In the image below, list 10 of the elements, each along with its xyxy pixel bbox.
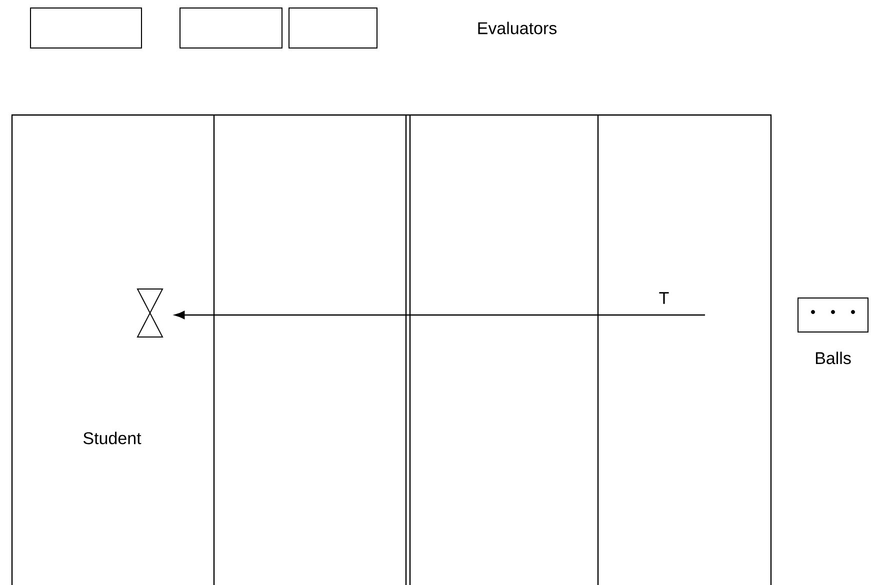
hourglass-symbol [136, 288, 164, 338]
text-label: Evaluators [478, 22, 557, 34]
evaluator-box [180, 8, 282, 48]
arrow [174, 310, 705, 320]
evaluator-box [30, 8, 142, 48]
evaluator-box [288, 8, 378, 48]
node-label: Balls [816, 352, 851, 364]
ball-box: Balls [798, 298, 868, 364]
text-label: Student [83, 432, 142, 444]
edge-label: T [659, 292, 669, 304]
